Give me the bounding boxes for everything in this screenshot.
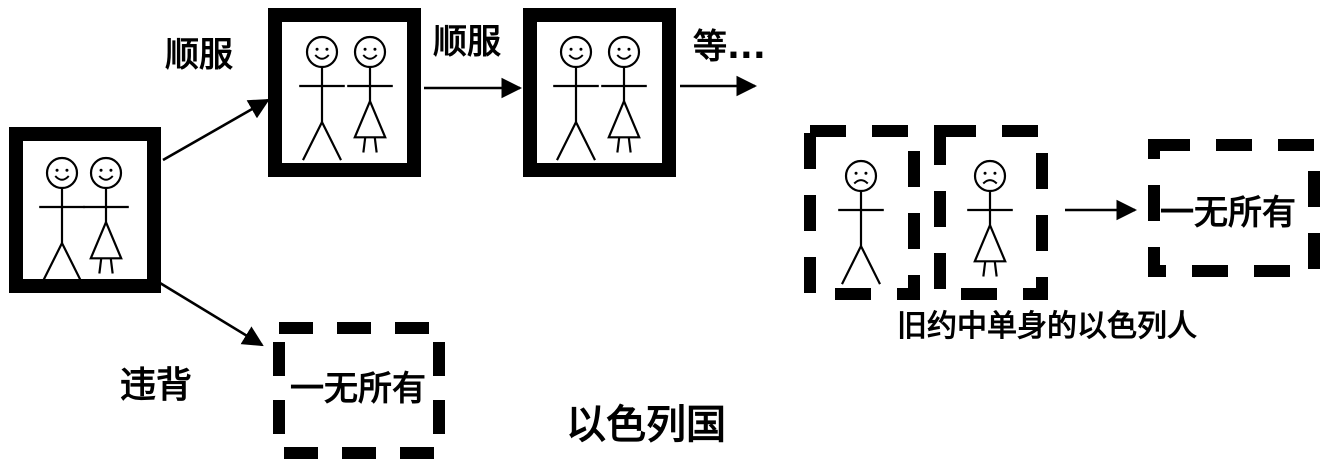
mouth — [853, 179, 869, 185]
smiling-face-icon — [353, 35, 387, 69]
smiling-face-icon — [305, 35, 339, 69]
obey-label-2: 顺服 — [433, 22, 501, 62]
mouth — [314, 54, 330, 60]
leg — [321, 121, 342, 161]
leg — [575, 121, 596, 161]
mouth — [616, 54, 632, 60]
mouth — [568, 54, 584, 60]
sad-stick-man-figure — [838, 159, 884, 285]
stick-man-figure — [299, 35, 345, 161]
eye — [325, 47, 329, 51]
mouth — [54, 175, 70, 181]
leg — [42, 242, 63, 282]
leg — [993, 261, 998, 277]
empty-box-right — [1148, 139, 1320, 277]
dress — [353, 98, 387, 139]
mouth — [362, 54, 378, 60]
eye — [993, 171, 997, 175]
couple-frame-obey-1 — [268, 8, 421, 177]
leg — [982, 261, 987, 277]
leg — [61, 242, 82, 282]
eye — [569, 47, 573, 51]
eye — [315, 47, 319, 51]
eye — [65, 168, 69, 172]
dress — [607, 98, 641, 139]
smiling-face-icon — [607, 35, 641, 69]
etc-label: 等... — [693, 27, 766, 67]
eye — [617, 47, 621, 51]
couple-frame-obey-2 — [523, 8, 676, 177]
israel-nation-label: 以色列国 — [566, 402, 726, 448]
mouth — [982, 179, 998, 185]
single-box-man — [804, 125, 920, 300]
arrow-to-obey-1 — [162, 98, 270, 162]
stick-woman-figure — [347, 35, 393, 153]
leg — [302, 121, 323, 161]
eye — [363, 47, 367, 51]
sad-stick-woman-figure — [967, 159, 1013, 277]
nothing-label-right: 一无所有 — [1160, 193, 1296, 233]
dress — [973, 222, 1007, 263]
eye — [373, 47, 377, 51]
eye — [864, 171, 868, 175]
eye — [627, 47, 631, 51]
leg — [841, 245, 862, 285]
disobey-label: 违背 — [120, 365, 193, 406]
leg — [109, 258, 114, 274]
eye — [55, 168, 59, 172]
mouth — [98, 175, 114, 181]
smiling-face-icon — [89, 156, 123, 190]
eye — [983, 171, 987, 175]
leg — [362, 137, 367, 153]
leg — [616, 137, 621, 153]
stick-man-figure — [553, 35, 599, 161]
obey-label-1: 顺服 — [165, 35, 233, 75]
leg — [627, 137, 632, 153]
smiling-face-icon — [559, 35, 593, 69]
eye — [854, 171, 858, 175]
nothing-label-bottom: 一无所有 — [290, 369, 426, 409]
single-israelites-label: 旧约中单身的以色列人 — [897, 309, 1197, 344]
empty-box-bottom — [273, 322, 445, 459]
stick-woman-figure — [83, 156, 129, 274]
single-box-woman — [934, 125, 1048, 300]
leg — [98, 258, 103, 274]
stick-woman-figure — [601, 35, 647, 153]
arrow-to-disobey — [159, 281, 264, 347]
leg — [556, 121, 577, 161]
eye — [109, 168, 113, 172]
leg — [373, 137, 378, 153]
frowning-face-icon — [844, 159, 878, 193]
stick-man-figure — [39, 156, 85, 282]
leg — [860, 245, 881, 285]
eye — [579, 47, 583, 51]
frowning-face-icon — [973, 159, 1007, 193]
eye — [99, 168, 103, 172]
smiling-face-icon — [45, 156, 79, 190]
couple-frame-start — [9, 127, 161, 293]
dress — [89, 219, 123, 260]
